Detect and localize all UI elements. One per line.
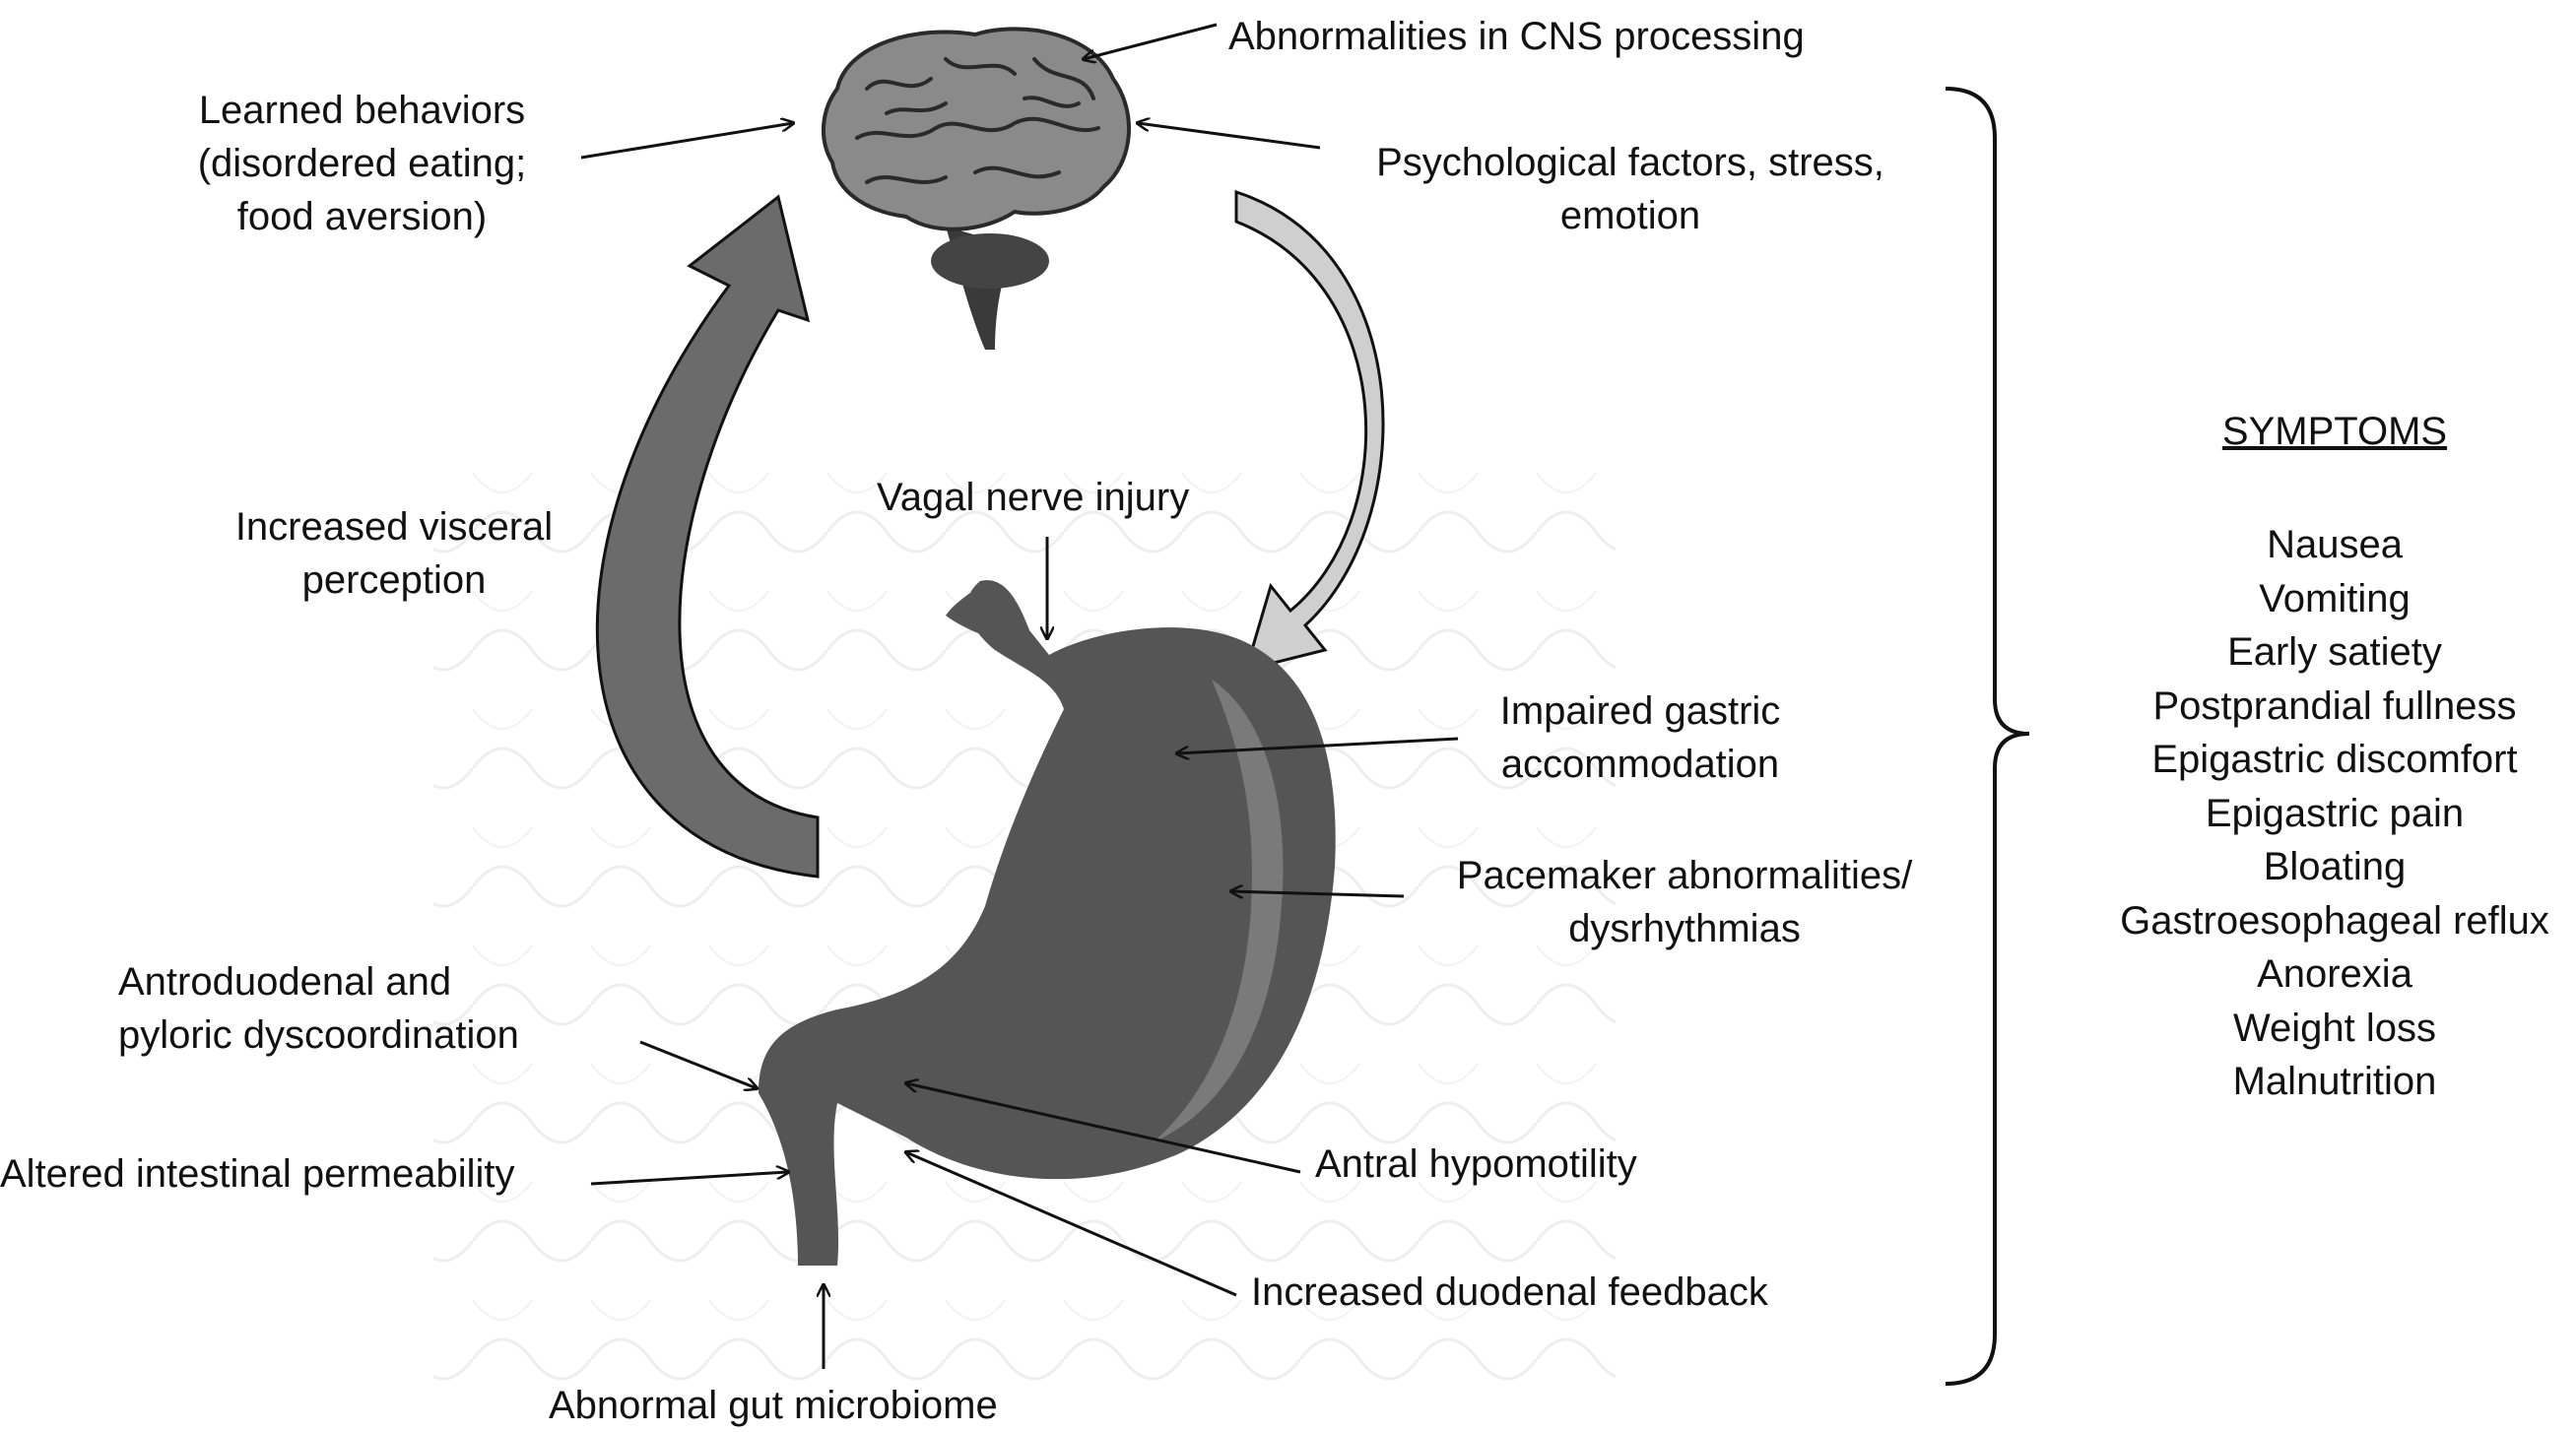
symptom-item: Epigastric pain <box>2205 791 2465 835</box>
arrow-hypomotility <box>906 1083 1301 1174</box>
arrow-cns <box>1084 23 1218 59</box>
symptom-item: Postprandial fullness <box>2152 683 2517 728</box>
downward-curved-arrow <box>1234 189 1385 673</box>
symptom-item: Vomiting <box>2259 576 2411 620</box>
arrow-duodenal-feedback <box>906 1152 1237 1297</box>
arrow-learned <box>580 123 793 160</box>
symptom-item: Bloating <box>2263 845 2407 888</box>
label-gut-microbiome: Abnormal gut microbiome <box>549 1384 998 1427</box>
label-accommodation-line-1: Impaired gastric <box>1499 689 1781 733</box>
label-learned-behaviors: Learned behaviors (disordered eating; fo… <box>128 84 596 243</box>
label-duodenal-feedback: Increased duodenal feedback <box>1251 1270 1768 1314</box>
symptom-item: Gastroesophageal reflux <box>2120 898 2549 943</box>
symptom-item: Malnutrition <box>2232 1060 2437 1103</box>
label-antroduodenal-line-1: Antroduodenal and <box>118 960 452 1004</box>
label-intestinal-permeability: Altered intestinal permeability <box>0 1152 515 1196</box>
label-antroduodenal-line-2: pyloric dyscoordination <box>118 1013 519 1057</box>
label-gastric-accommodation: Impaired gastric accommodation <box>1458 684 1822 791</box>
label-visceral-line-1: Increased visceral <box>234 505 554 549</box>
label-psych-line-2: emotion <box>1559 194 1701 237</box>
label-pacemaker-line-2: dysrhythmias <box>1568 907 1801 950</box>
label-cns-processing: Abnormalities in CNS processing <box>1228 15 1805 58</box>
upward-curved-arrow <box>595 194 820 879</box>
symptom-item: Weight loss <box>2232 1006 2436 1050</box>
symptoms-bracket <box>1945 87 2030 1386</box>
label-vagal-nerve-injury: Vagal nerve injury <box>877 476 1190 519</box>
label-learned-line-2: (disordered eating; <box>197 142 527 185</box>
arrow-psych <box>1138 123 1321 150</box>
symptom-item: Nausea <box>2267 523 2403 566</box>
label-psychological-factors: Psychological factors, stress, emotion <box>1320 136 1941 242</box>
arrow-pacemaker <box>1231 891 1405 896</box>
label-pacemaker-line-1: Pacemaker abnormalities/ <box>1456 854 1913 897</box>
symptom-item: Anorexia <box>2257 952 2412 996</box>
label-learned-line-3: food aversion) <box>236 195 488 238</box>
symptom-item: Epigastric discomfort <box>2151 738 2518 781</box>
callout-arrows <box>580 23 1459 1369</box>
arrow-antroduodenal <box>639 1040 757 1088</box>
arrow-permeability <box>590 1172 788 1186</box>
symptoms-title: SYMPTOMS <box>2221 410 2448 453</box>
symptom-item: Early satiety <box>2227 630 2442 674</box>
label-psych-line-1: Psychological factors, stress, <box>1376 141 1884 184</box>
label-accommodation-line-2: accommodation <box>1500 743 1780 786</box>
label-visceral-line-2: perception <box>301 558 487 602</box>
label-antral-hypomotility: Antral hypomotility <box>1315 1142 1637 1186</box>
label-antroduodenal-dyscoordination: Antroduodenal and pyloric dyscoordinatio… <box>118 955 519 1062</box>
label-learned-line-1: Learned behaviors <box>198 89 526 132</box>
label-visceral-perception: Increased visceral perception <box>197 500 591 607</box>
brain-icon <box>821 27 1131 350</box>
arrow-accommodation <box>1177 737 1459 753</box>
label-pacemaker-abnormalities: Pacemaker abnormalities/ dysrhythmias <box>1414 849 1955 955</box>
